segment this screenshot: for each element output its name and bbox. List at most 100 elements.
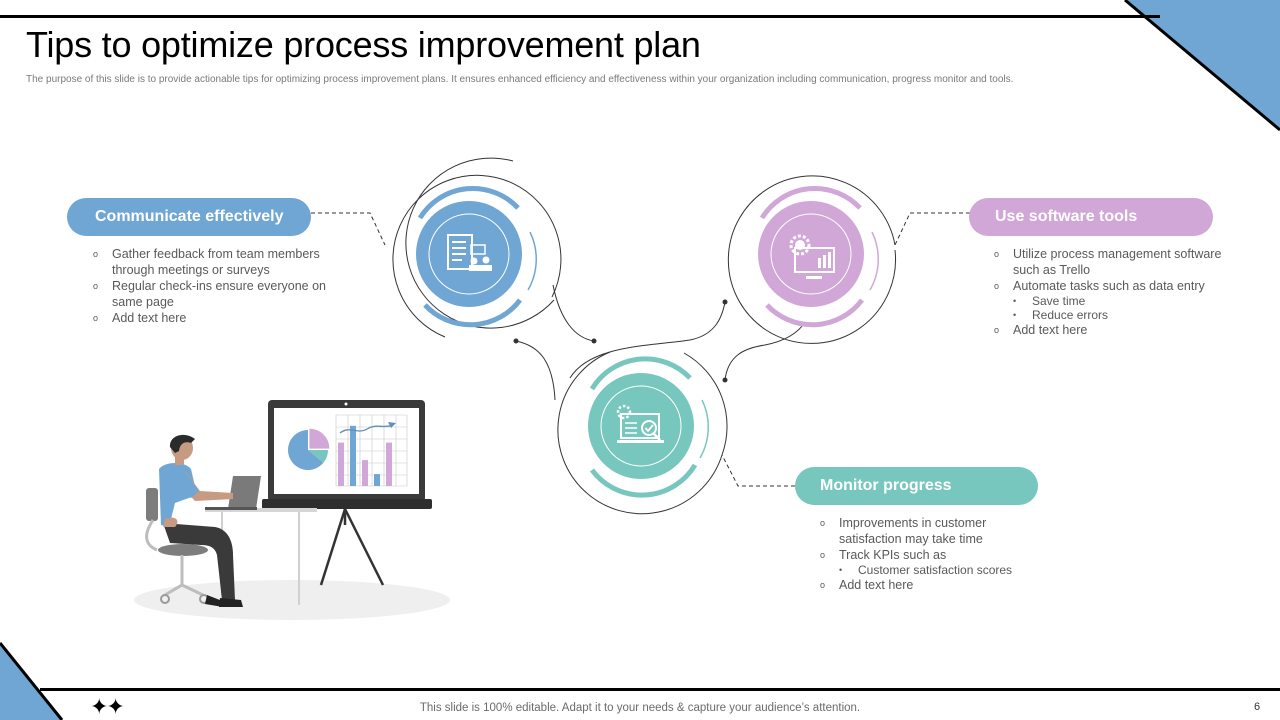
sub-list-item-text: Save time — [1032, 294, 1086, 308]
circle-outline-monitor-arc — [683, 352, 728, 456]
camera-dot — [344, 402, 348, 406]
footer-text: This slide is 100% editable. Adapt it to… — [419, 702, 861, 714]
floor-shadow — [134, 580, 450, 620]
connector-curve-2 — [569, 301, 726, 379]
sub-list-item: •Save time — [1013, 294, 1234, 308]
list-item-text: Track KPIs such as — [839, 548, 947, 562]
bar — [386, 442, 392, 486]
laptop-base — [205, 507, 257, 510]
person-sleeve — [177, 469, 199, 498]
circle-bullet-icon: o — [93, 313, 99, 323]
top-rule — [0, 15, 1160, 18]
list-item: o Add text here — [93, 310, 328, 326]
laptop-check-magnifier-icon — [616, 404, 664, 443]
list-item: o Gather feedback from team members throu… — [93, 246, 328, 278]
person-shoe — [205, 595, 225, 607]
circle-bullet-icon: o — [93, 281, 99, 291]
pie-slice — [309, 428, 330, 449]
circle-outline-software-arc — [765, 249, 897, 344]
leader-line-communicate — [311, 212, 386, 246]
connector-dot-3 — [513, 338, 519, 344]
page-number: 6 — [1254, 701, 1261, 713]
dot-bullet-icon: • — [1013, 310, 1017, 320]
circle-bullet-icon: o — [994, 281, 1000, 291]
circle-bullet-icon: o — [93, 249, 99, 259]
circle-bullet-icon: o — [994, 325, 1000, 335]
circle-badge-communicate — [416, 185, 537, 328]
trend-arrow-line — [339, 424, 394, 434]
connector-curve-3 — [515, 340, 556, 401]
pie-chart — [288, 428, 330, 470]
circle-outline-communicate — [405, 157, 555, 329]
bar-chart — [338, 425, 392, 486]
bar — [350, 425, 356, 486]
presentation-screen-base — [262, 499, 432, 509]
chair-arm — [145, 519, 158, 552]
connector-dot-1 — [591, 338, 597, 344]
list-item-text: Utilize process management software such… — [1013, 247, 1222, 277]
list-item-text: Add text here — [1013, 323, 1088, 337]
list-item: o Add text here — [994, 322, 1234, 338]
person-hand — [163, 517, 178, 527]
tip-list-communicate: o Gather feedback from team members throu… — [93, 246, 328, 326]
chair-back — [146, 488, 158, 521]
easel-leg-left — [319, 508, 347, 586]
connector-curve-1 — [552, 284, 595, 342]
sub-list-item-text: Customer satisfaction scores — [858, 563, 1013, 577]
desk-top — [205, 508, 317, 512]
tip-heading-communicate-label: Communicate effectively — [95, 208, 284, 225]
top-right-corner-edge — [1124, 0, 1280, 132]
bottom-rule — [40, 688, 1280, 691]
slide-subtitle: The purpose of this slide is to provide … — [26, 74, 1014, 85]
tip-heading-software-label: Use software tools — [995, 208, 1138, 225]
tip-heading-monitor-label: Monitor progress — [820, 477, 952, 494]
list-item-text: Add text here — [112, 311, 187, 325]
circle-badge-monitor — [588, 356, 709, 498]
circle-bullet-icon: o — [820, 580, 826, 590]
circle-outline-software — [727, 175, 896, 331]
connector-dot-2 — [722, 299, 728, 305]
list-item-text: Gather feedback from team members throug… — [112, 247, 320, 277]
person-hair — [169, 434, 195, 453]
chair-wheel — [160, 594, 170, 604]
gear-monitor-chart-icon — [789, 234, 835, 279]
man-presenting-dashboard-illustration — [134, 400, 450, 620]
sub-list-item: • Reduce errors — [1013, 308, 1234, 322]
person-shoe — [219, 598, 243, 607]
list-item-text: Improvements in customer satisfaction ma… — [839, 516, 987, 546]
chair-base — [164, 583, 204, 597]
list-item-text: Automate tasks such as data entry — [1013, 279, 1205, 293]
bar — [338, 442, 344, 486]
list-item: o Utilize process management software suc… — [994, 246, 1234, 278]
circle-outline-monitor — [557, 351, 723, 515]
tip-heading-communicate: Communicate effectively — [67, 198, 311, 236]
list-item: o Track KPIs such as •Customer satisfacti… — [820, 547, 1035, 577]
circle-outline-communicate-arc — [392, 174, 562, 338]
bottom-left-corner-edge — [0, 642, 64, 720]
tip-heading-monitor: Monitor progress — [795, 467, 1038, 505]
sub-list-item-text: Reduce errors — [1032, 308, 1109, 322]
slide-title: Tips to optimize process improvement pla… — [26, 24, 701, 65]
circle-bullet-icon: o — [820, 550, 826, 560]
easel-leg-right — [343, 508, 385, 586]
bar — [374, 474, 380, 486]
tip-list-monitor: o Improvements in customer satisfaction m… — [820, 515, 1035, 593]
meeting-feedback-icon — [447, 234, 492, 271]
tip-heading-software: Use software tools — [969, 198, 1213, 236]
list-item: o Regular check-ins ensure everyone on sa… — [93, 278, 328, 310]
circle-bullet-icon: o — [994, 249, 1000, 259]
chair-seat — [158, 544, 208, 556]
pie-slice — [288, 430, 324, 470]
tip-list-software: o Utilize process management software suc… — [994, 246, 1234, 338]
sub-list-item: •Customer satisfaction scores — [839, 563, 1035, 577]
connector-curve-4 — [724, 321, 806, 381]
connector-dot-4 — [722, 377, 728, 383]
list-item-text: Regular check-ins ensure everyone on sam… — [112, 279, 327, 309]
laptop — [228, 476, 261, 509]
person-legs — [163, 523, 235, 600]
